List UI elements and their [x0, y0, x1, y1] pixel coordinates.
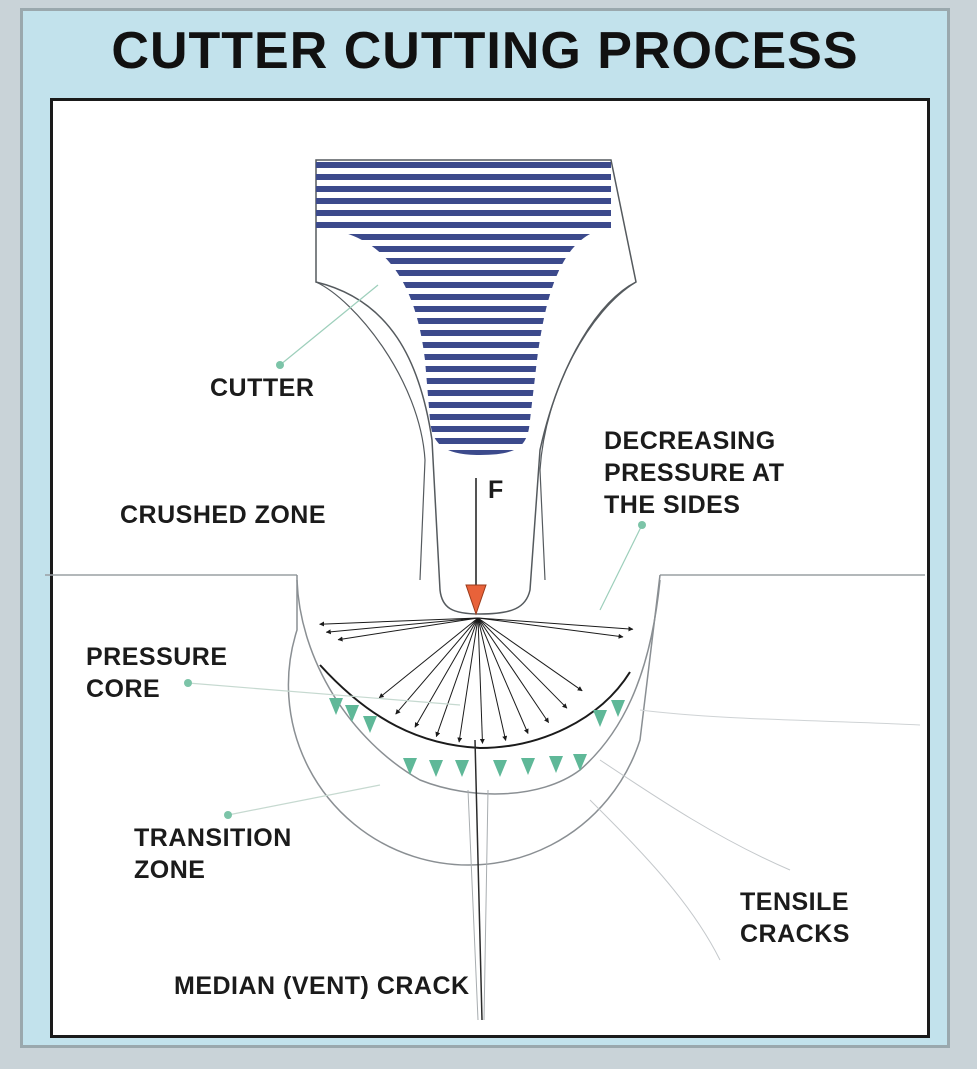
median-crack-edges: [467, 789, 489, 1021]
tensile-crack-1: [599, 759, 791, 871]
cutter-stripe: [316, 426, 611, 432]
label-cutter: CUTTER: [210, 374, 315, 402]
transition-triangle: [521, 758, 535, 775]
transition-triangles: [329, 698, 625, 777]
pressure-arrows: [319, 617, 634, 744]
cutter-stripe: [316, 390, 611, 396]
transition-zone-leader: [227, 784, 381, 816]
transition-zone-boundary: [296, 579, 661, 795]
pressure-arrow: [477, 617, 508, 741]
crater-outline: [287, 574, 661, 866]
transition-triangle: [493, 760, 507, 777]
transition-triangle: [363, 716, 377, 733]
tensile-crack-2: [589, 799, 721, 961]
pressure-arrow: [378, 617, 479, 699]
label-crushed-zone: CRUSHED ZONE: [120, 501, 327, 529]
cutter-stripe: [316, 354, 611, 360]
decreasing-pressure-leader: [599, 524, 643, 611]
pressure-arrow: [337, 617, 479, 642]
pressure-arrow: [477, 617, 583, 692]
transition-triangle: [611, 700, 625, 717]
label-decreasing-1: DECREASING: [604, 427, 776, 455]
cutter-stripe: [316, 450, 611, 455]
transition-triangle: [429, 760, 443, 777]
label-tensile-2: CRACKS: [740, 920, 850, 948]
transition-triangle: [403, 758, 417, 775]
cutter-leader-dot: [276, 361, 284, 369]
transition-triangle: [593, 710, 607, 727]
cutter-edge-right: [539, 281, 637, 581]
pressure-arrow: [325, 617, 479, 635]
pressure-core-leader-dot: [184, 679, 192, 687]
diagram-title: CUTTER CUTTING PROCESS: [111, 22, 859, 80]
cutter-stripe: [316, 378, 611, 384]
transition-triangle: [345, 705, 359, 722]
pressure-arrow: [477, 617, 568, 709]
pressure-arrow: [435, 617, 479, 738]
transition-triangle: [573, 754, 587, 771]
cutter-stripe: [316, 342, 611, 348]
cutter-stripe: [316, 234, 611, 240]
cutter-stripe: [316, 210, 611, 216]
pressure-arrow: [477, 617, 624, 639]
pressure-arrow: [457, 617, 479, 743]
label-force: F: [488, 476, 504, 504]
cutter-stripe: [316, 366, 611, 372]
cutter-stripe: [316, 330, 611, 336]
cutter-leader: [279, 284, 379, 366]
tensile-crack-3: [639, 709, 921, 726]
cutter-stripe: [316, 294, 611, 300]
cutter-stripe: [316, 282, 611, 288]
label-median-crack: MEDIAN (VENT) CRACK: [174, 972, 470, 1000]
pressure-arrow: [477, 617, 485, 744]
cutter-stripe: [316, 270, 611, 276]
cutter-stripe: [316, 438, 611, 444]
transition-zone-leader-dot: [224, 811, 232, 819]
pressure-arrow: [477, 617, 529, 734]
transition-triangle: [455, 760, 469, 777]
pressure-core-boundary: [319, 664, 631, 750]
cutter-stripe: [316, 186, 611, 192]
pressure-arrow: [414, 617, 479, 728]
label-decreasing-3: THE SIDES: [604, 491, 741, 519]
transition-triangle: [549, 756, 563, 773]
cutter-stripe: [316, 318, 611, 324]
transition-triangle: [329, 698, 343, 715]
cutter-edge-left: [315, 281, 426, 581]
cutter-stripes: [316, 162, 611, 455]
label-tensile-1: TENSILE: [740, 888, 850, 916]
pressure-arrow: [395, 617, 479, 715]
median-crack: [474, 739, 483, 1021]
force-arrow-head: [465, 584, 487, 616]
cutter-stripe: [316, 414, 611, 420]
cutter-stripe: [316, 162, 611, 168]
pressure-arrow: [319, 617, 479, 627]
cutter-stripe: [316, 198, 611, 204]
cutter-stripe: [316, 402, 611, 408]
cutter-stripe: [316, 174, 611, 180]
pressure-arrow: [477, 617, 550, 724]
cutter-stripe: [316, 246, 611, 252]
cutter-stripe: [316, 306, 611, 312]
decreasing-pressure-leader-dot: [638, 521, 646, 529]
cutter-stripe: [316, 258, 611, 264]
label-transition-2: ZONE: [134, 856, 206, 884]
label-pressure-core-2: CORE: [86, 675, 161, 703]
pressure-core-leader: [187, 682, 461, 706]
label-decreasing-2: PRESSURE AT: [604, 459, 785, 487]
pressure-arrow: [477, 617, 634, 632]
label-pressure-core-1: PRESSURE: [86, 643, 228, 671]
cutter-stripe: [316, 222, 611, 228]
label-transition-1: TRANSITION: [134, 824, 292, 852]
